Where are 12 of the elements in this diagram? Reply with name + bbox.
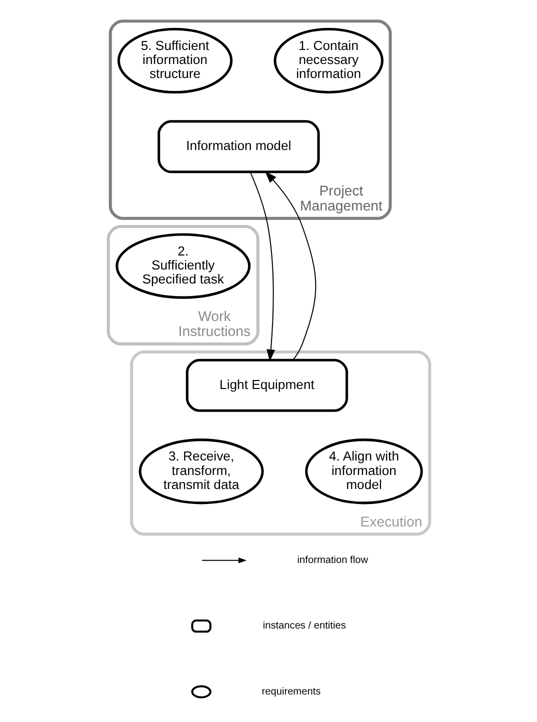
node-ellipse: 2. Sufficiently Specified task (115, 232, 250, 298)
legend-label: information flow (296, 554, 368, 566)
node-ellipse: 3. Receive, transform, transmit data (138, 438, 264, 504)
node-ellipse: 4. Align with information model (304, 438, 422, 504)
arrow (264, 170, 316, 360)
arrow (249, 172, 275, 362)
legend-label: instances / entities (262, 620, 346, 632)
node-box: Light Equipment (185, 358, 348, 412)
node-box: Information model (157, 120, 320, 173)
node-ellipse: 5. Sufficient information structure (116, 27, 232, 93)
legend-label: requirements (261, 686, 320, 697)
node-ellipse: 1. Contain necessary information (273, 27, 383, 93)
